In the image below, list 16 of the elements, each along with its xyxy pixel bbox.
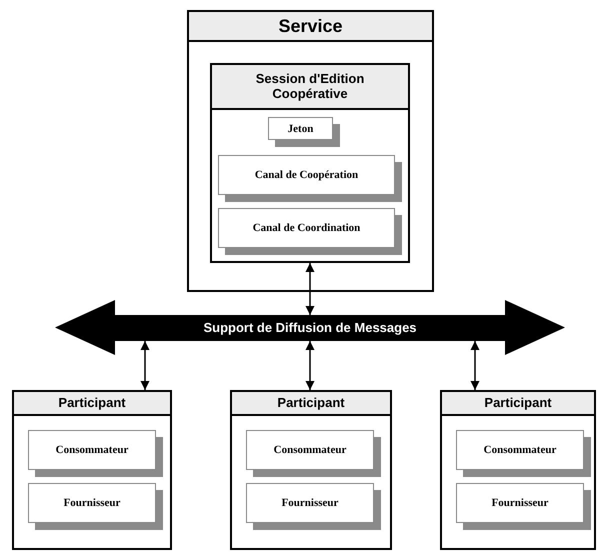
box-header: Participant <box>442 392 594 416</box>
container-box <box>440 390 596 550</box>
band-label: Support de Diffusion de Messages <box>203 320 417 335</box>
box-header: Participant <box>232 392 390 416</box>
double-arrow <box>306 341 314 390</box>
container-box <box>187 10 434 292</box>
container-box <box>12 390 172 550</box>
box-header: Session d'Edition Coopérative <box>212 65 408 110</box>
container-box <box>210 63 410 263</box>
box-header: Service <box>189 12 432 42</box>
double-arrow <box>140 341 150 390</box>
double-arrow-band <box>55 300 565 355</box>
container-box <box>230 390 392 550</box>
double-arrow <box>470 341 480 390</box>
double-arrow <box>306 263 314 315</box>
box-header: Participant <box>14 392 170 416</box>
